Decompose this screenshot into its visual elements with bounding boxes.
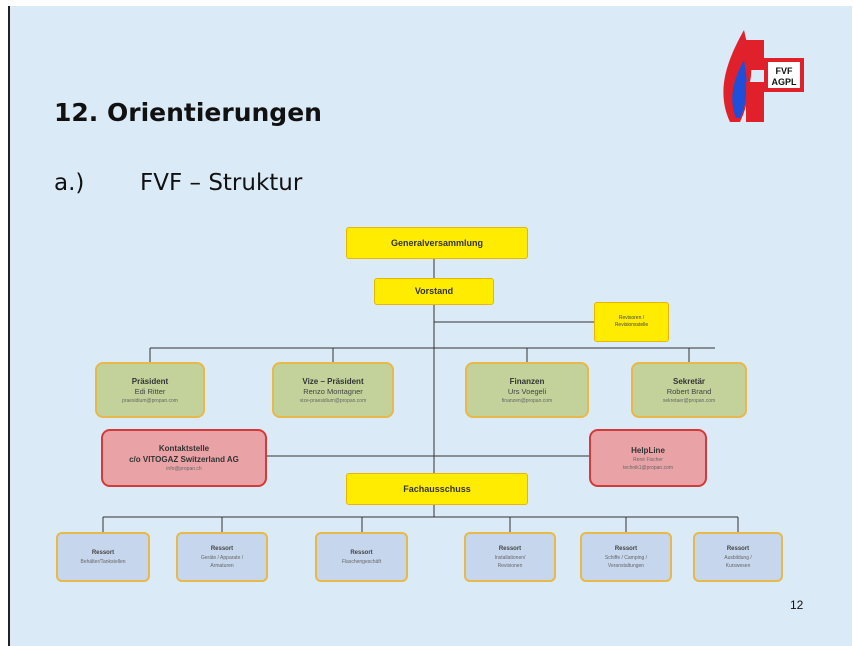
box-revisoren: Revisoren / Revisionsstelle xyxy=(594,302,669,342)
ressort-line2: Armaturen xyxy=(210,562,234,569)
ressort-label: Ressort xyxy=(498,545,522,552)
sekretaer-role: Sekretär xyxy=(672,376,706,386)
kontakt-email: info@propan.ch xyxy=(166,466,202,472)
logo-text-agpl: AGPL xyxy=(771,77,797,87)
revisoren-line1: Revisoren / xyxy=(618,315,645,321)
kontakt-role-line2: c/o VITOGAZ Switzerland AG xyxy=(129,455,239,464)
kontakt-role-line1: Kontaktstelle xyxy=(158,444,210,453)
slide-title: 12. Orientierungen xyxy=(54,98,322,127)
ressort-line2: Veranstaltungen xyxy=(607,562,645,569)
box-generalversammlung: Generalversammlung xyxy=(346,227,528,259)
praesident-role: Präsident xyxy=(131,376,169,386)
helpline-name: René Fischer xyxy=(633,456,663,463)
ressort-line1: Geräte / Apparate / xyxy=(200,554,244,561)
sekretaer-email: sekretaer@propan.com xyxy=(662,397,716,404)
ressort-label: Ressort xyxy=(726,545,750,552)
box-vorstand: Vorstand xyxy=(374,278,494,305)
box-finanzen: Finanzen Urs Voegeli finanzen@propan.com xyxy=(465,362,589,418)
box-praesident: Präsident Edi Ritter praesidium@propan.c… xyxy=(95,362,205,418)
ressort-line2: Kurswesen xyxy=(725,562,751,569)
box-fachausschuss: Fachausschuss xyxy=(346,473,528,505)
ressort-line1: Flaschengeschäft xyxy=(341,558,382,565)
helpline-email: technik1@propan.com xyxy=(622,464,674,471)
vize-role: Vize – Präsident xyxy=(302,376,364,386)
sekretaer-name: Robert Brand xyxy=(666,386,712,396)
subtitle-text: FVF – Struktur xyxy=(140,170,303,196)
box-kontaktstelle: Kontaktstelle c/o VITOGAZ Switzerland AG… xyxy=(101,429,267,487)
praesident-name: Edi Ritter xyxy=(134,386,166,396)
ressort-line1: Schiffe / Camping / xyxy=(604,554,648,561)
ressort-label: Ressort xyxy=(350,549,373,556)
ressort-line2: Revisionen xyxy=(497,562,523,569)
ressort-label: Ressort xyxy=(614,545,638,552)
box-vize-praesident: Vize – Präsident Renzo Montagner vize-pr… xyxy=(272,362,394,418)
logo-text-fvf: FVF xyxy=(776,66,794,76)
page-number: 12 xyxy=(790,598,804,612)
box-helpline: HelpLine René Fischer technik1@propan.co… xyxy=(589,429,707,487)
box-ressort-flaschen: Ressort Flaschengeschäft xyxy=(315,532,408,582)
ressort-line1: Ausbildung / xyxy=(724,554,752,561)
box-ressort-behaelter: Ressort Behälter/Tankstellen xyxy=(56,532,150,582)
ressort-label: Ressort xyxy=(210,545,234,552)
box-sekretaer: Sekretär Robert Brand sekretaer@propan.c… xyxy=(631,362,747,418)
box-ressort-ausbildung: Ressort Ausbildung / Kurswesen xyxy=(693,532,783,582)
finanzen-name: Urs Voegeli xyxy=(507,386,547,396)
ressort-line1: Behälter/Tankstellen xyxy=(80,558,126,565)
vize-name: Renzo Montagner xyxy=(303,386,363,396)
vorstand-label: Vorstand xyxy=(414,286,454,296)
finanzen-role: Finanzen xyxy=(509,376,545,386)
box-ressort-schiffe: Ressort Schiffe / Camping / Veranstaltun… xyxy=(580,532,672,582)
praesident-email: praesidium@propan.com xyxy=(122,397,178,404)
box-ressort-geraete: Ressort Geräte / Apparate / Armaturen xyxy=(176,532,268,582)
revisoren-line2: Revisionsstelle xyxy=(614,322,649,328)
fachausschuss-label: Fachausschuss xyxy=(403,483,471,494)
box-ressort-installationen: Ressort Installationen/ Revisionen xyxy=(464,532,556,582)
helpline-role: HelpLine xyxy=(631,445,665,455)
ressort-label: Ressort xyxy=(91,549,115,556)
generalversammlung-label: Generalversammlung xyxy=(390,237,484,248)
subtitle-label: a.) xyxy=(54,170,85,196)
fvf-logo: FVF AGPL xyxy=(718,22,806,128)
finanzen-email: finanzen@propan.com xyxy=(501,397,553,404)
vize-email: vize-praesidium@propan.com xyxy=(299,397,367,404)
ressort-line1: Installationen/ xyxy=(494,554,526,561)
